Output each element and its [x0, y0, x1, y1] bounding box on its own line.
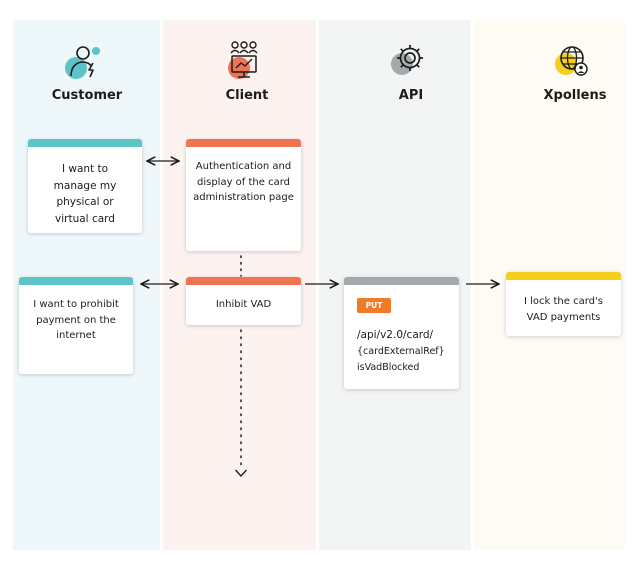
- card-customer-prohibit: I want to prohibit payment on the intern…: [19, 277, 133, 374]
- api-path-line-1: /api/v2.0/card/: [357, 329, 434, 341]
- api-endpoint-path: /api/v2.0/card/ {cardExternalRef} isVadB…: [357, 327, 445, 377]
- globe-user-icon: [555, 46, 588, 76]
- lane-title-customer: Customer: [51, 88, 123, 103]
- chevron-down-icon: [235, 469, 247, 477]
- customer-icon: [65, 46, 100, 79]
- api-path-line-2: {cardExternalRef}: [357, 345, 445, 357]
- api-path-line-3: isVadBlocked: [357, 362, 420, 373]
- lane-title-xpollens: Xpollens: [543, 88, 607, 103]
- card-xpollens-lock: I lock the card's VAD payments: [506, 272, 621, 336]
- gear-icon: [391, 45, 423, 75]
- card-client-auth-text: Authentication and display of the card a…: [193, 161, 294, 203]
- lane-title-api: API: [398, 88, 424, 103]
- card-xpollens-lock-text: I lock the card's VAD payments: [524, 296, 603, 323]
- card-customer-prohibit-text: I want to prohibit payment on the intern…: [33, 299, 119, 341]
- card-customer-manage: I want to manage my physical or virtual …: [28, 139, 142, 233]
- card-client-inhibit: Inhibit VAD: [186, 277, 301, 325]
- client-team-icon: [228, 41, 258, 79]
- card-client-inhibit-text: Inhibit VAD: [215, 299, 272, 310]
- lane-title-client: Client: [225, 88, 269, 103]
- card-customer-manage-text: I want to manage my physical or virtual …: [53, 163, 117, 225]
- card-client-auth: Authentication and display of the card a…: [186, 139, 301, 251]
- card-api-call: PUT /api/v2.0/card/ {cardExternalRef} is…: [344, 277, 459, 389]
- put-method-badge: PUT: [357, 298, 391, 313]
